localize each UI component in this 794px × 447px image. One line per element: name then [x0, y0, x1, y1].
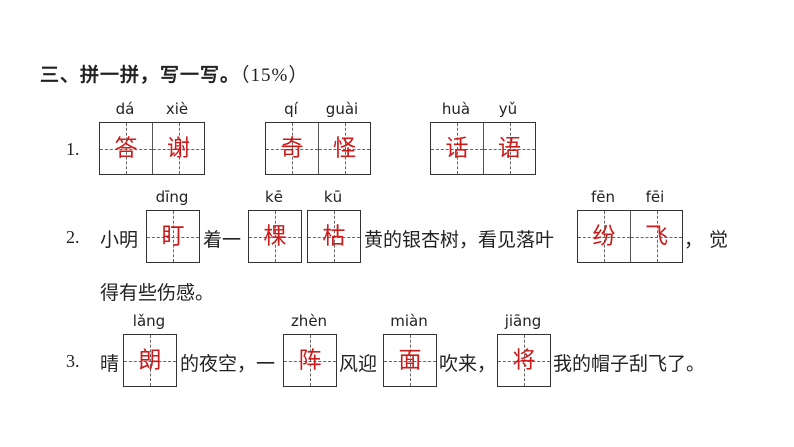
writing-grid-1c: 话 语 — [430, 122, 536, 175]
q2-number: 2. — [66, 227, 80, 247]
answer-char: 将 — [512, 347, 536, 373]
answer-char: 棵 — [263, 223, 287, 249]
answer-char: 阵 — [298, 347, 322, 373]
pinyin: kē — [265, 188, 283, 206]
writing-grid-1a: 答 谢 — [99, 122, 205, 175]
sentence-text: 吹来， — [439, 353, 497, 375]
writing-grid-1b: 奇 怪 — [265, 122, 371, 175]
pinyin: huà — [441, 100, 471, 118]
grid-cell[interactable]: 怪 — [318, 123, 370, 174]
grid-cell[interactable]: 话 — [431, 123, 483, 174]
grid-cell[interactable]: 答 — [100, 123, 152, 174]
answer-char: 语 — [498, 135, 521, 161]
sentence-text: 的夜空，一 — [180, 353, 276, 375]
pinyin: qí — [284, 100, 298, 118]
sentence-text: 我的帽子刮飞了。 — [553, 353, 706, 375]
writing-grid-2b: 棵 — [248, 210, 302, 263]
pinyin: lǎng — [132, 312, 166, 330]
sentence-text: 黄的银杏树，看见落叶 — [364, 229, 555, 251]
sentence-text: 着一 — [203, 229, 242, 251]
pinyin: dīng — [155, 188, 189, 206]
sentence-text: 晴 — [100, 353, 120, 375]
answer-char: 飞 — [645, 223, 668, 249]
pinyin: dá — [115, 100, 135, 118]
grid-cell[interactable]: 朗 — [124, 335, 176, 386]
answer-char: 怪 — [333, 135, 356, 161]
heading-text: 三、拼一拼，写一写。 — [40, 64, 241, 86]
pinyin: zhèn — [290, 312, 328, 330]
grid-cell[interactable]: 语 — [483, 123, 535, 174]
answer-char: 奇 — [280, 135, 304, 161]
grid-cell[interactable]: 阵 — [284, 335, 336, 386]
grid-cell[interactable]: 奇 — [266, 123, 318, 174]
pinyin: jiāng — [504, 312, 542, 330]
answer-char: 答 — [114, 135, 138, 161]
section-heading: 三、拼一拼，写一写。（15%） — [40, 60, 308, 87]
pinyin: fēi — [645, 188, 665, 206]
pinyin: fēn — [590, 188, 616, 206]
answer-char: 面 — [398, 347, 422, 373]
grid-cell[interactable]: 面 — [384, 335, 436, 386]
sentence-text-line2: 得有些伤感。 — [100, 282, 215, 304]
sentence-text: 风迎 — [339, 353, 378, 375]
pinyin: miàn — [390, 312, 428, 330]
heading-score: （15%） — [240, 65, 309, 86]
answer-char: 朗 — [138, 347, 162, 373]
grid-cell[interactable]: 棵 — [249, 211, 301, 262]
pinyin: kū — [323, 188, 343, 206]
writing-grid-2c: 枯 — [307, 210, 361, 263]
writing-grid-3c: 面 — [383, 334, 437, 387]
pinyin: yǔ — [498, 100, 518, 118]
writing-grid-2d: 纷 飞 — [577, 210, 683, 263]
grid-cell[interactable]: 飞 — [630, 211, 682, 262]
answer-char: 纷 — [592, 223, 616, 249]
pinyin: guài — [325, 100, 359, 118]
sentence-text: ， — [684, 229, 704, 251]
grid-cell[interactable]: 枯 — [308, 211, 360, 262]
q1-number: 1. — [66, 139, 80, 159]
grid-cell[interactable]: 谢 — [152, 123, 204, 174]
grid-cell[interactable]: 纷 — [578, 211, 630, 262]
grid-cell[interactable]: 盯 — [147, 211, 199, 262]
grid-cell[interactable]: 将 — [498, 335, 550, 386]
writing-grid-3a: 朗 — [123, 334, 177, 387]
writing-grid-3b: 阵 — [283, 334, 337, 387]
pinyin: xiè — [165, 100, 189, 118]
sentence-text: 小明 — [100, 229, 139, 251]
sentence-text: 觉 — [709, 229, 729, 251]
writing-grid-3d: 将 — [497, 334, 551, 387]
writing-grid-2a: 盯 — [146, 210, 200, 263]
answer-char: 盯 — [161, 223, 185, 249]
answer-char: 枯 — [322, 223, 346, 249]
answer-char: 话 — [445, 135, 469, 161]
answer-char: 谢 — [167, 135, 190, 161]
q3-number: 3. — [66, 351, 80, 371]
